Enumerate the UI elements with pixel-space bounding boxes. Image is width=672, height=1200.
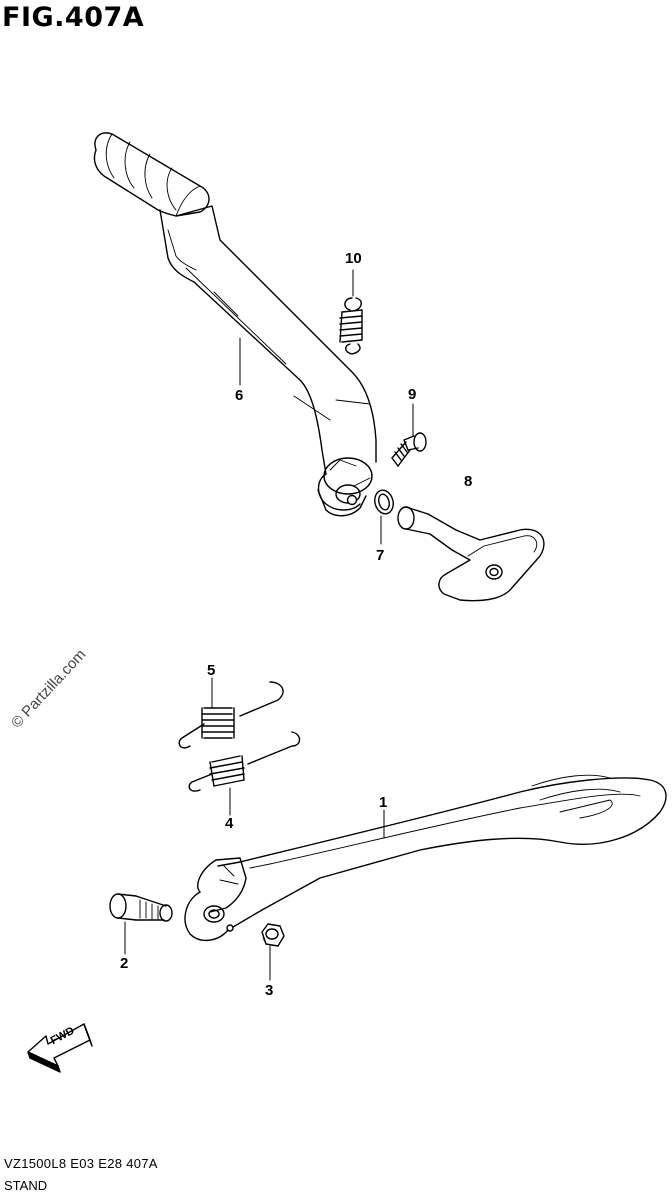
callout-2: 2 [120, 955, 129, 972]
bolt-part-2[interactable] [109, 893, 173, 922]
spring-part-4[interactable] [188, 731, 301, 792]
washer-part-7[interactable] [372, 488, 396, 516]
footer-code: VZ1500L8 E03 E28 407A [4, 1156, 158, 1171]
callout-8: 8 [464, 473, 473, 490]
callout-1: 1 [379, 794, 388, 811]
spring-part-5[interactable] [178, 681, 284, 749]
bolt-part-9[interactable] [391, 432, 427, 467]
footer-name: STAND [4, 1178, 48, 1193]
callout-7: 7 [376, 547, 385, 564]
callout-4: 4 [225, 815, 234, 832]
shaft-part-8[interactable] [397, 506, 545, 602]
stand-part-1[interactable] [184, 774, 667, 941]
callout-3: 3 [265, 982, 274, 999]
lever-part-6[interactable] [93, 132, 377, 517]
callout-9: 9 [408, 386, 417, 403]
callout-5: 5 [207, 662, 216, 679]
spring-part-10[interactable] [339, 297, 363, 355]
callout-10: 10 [345, 250, 362, 267]
figure-title: FIG.407A [2, 2, 145, 33]
callout-6: 6 [235, 387, 244, 404]
nut-part-3[interactable] [261, 923, 285, 947]
leader-lines [124, 269, 414, 981]
fwd-arrow-icon [27, 1023, 93, 1073]
